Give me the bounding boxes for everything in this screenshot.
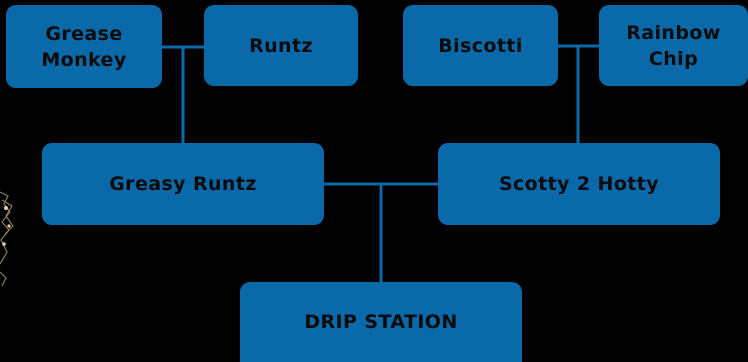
node-greasy-runtz: Greasy Runtz <box>42 143 324 225</box>
sketch-fragment-decoration <box>0 191 14 287</box>
node-scotty-2-hotty: Scotty 2 Hotty <box>438 143 720 225</box>
node-rainbow-chip: Rainbow Chip <box>599 5 748 86</box>
node-drip-station: DRIP STATION <box>240 282 522 362</box>
node-runtz: Runtz <box>204 5 358 86</box>
node-biscotti: Biscotti <box>403 5 558 86</box>
node-grease-monkey: Grease Monkey <box>6 5 162 88</box>
